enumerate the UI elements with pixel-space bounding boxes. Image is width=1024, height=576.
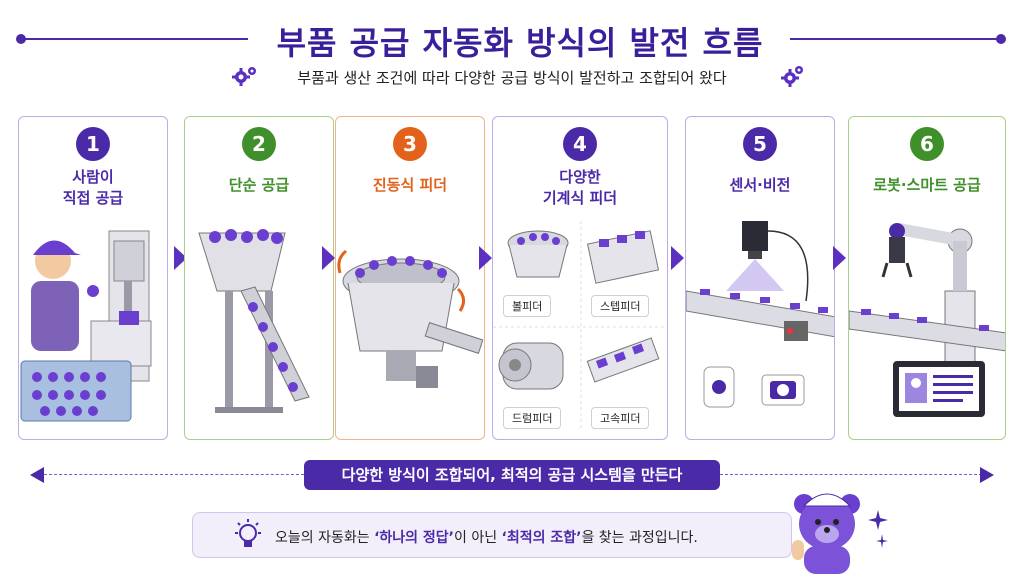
stage-card-6: 6 로봇·스마트 공급 — [848, 116, 1006, 440]
title-line-left — [20, 38, 248, 40]
note-text: 오늘의 자동화는 ‘하나의 정답’이 아닌 ‘최적의 조합’을 찾는 과정입니다… — [275, 527, 698, 547]
arrowhead-right — [980, 467, 994, 483]
flow-arrow — [174, 246, 187, 270]
stage-number: 6 — [910, 127, 944, 161]
lightbulb-icon — [235, 519, 261, 547]
note-emphasis-1: ‘하나의 정답’ — [374, 530, 454, 546]
dashed-line-right — [720, 474, 982, 475]
bear-mascot-icon — [792, 493, 860, 574]
stage-label: 센서·비전 — [729, 176, 791, 194]
note-prefix: 오늘의 자동화는 — [275, 530, 375, 546]
combine-banner: 다양한 방식이 조합되어, 최적의 공급 시스템을 만든다 — [304, 460, 720, 490]
feeder-label-step: 스텝피더 — [591, 295, 650, 317]
feeder-label-highspeed: 고속피더 — [591, 407, 650, 429]
note-box: 오늘의 자동화는 ‘하나의 정답’이 아닌 ‘최적의 조합’을 찾는 과정입니다… — [192, 512, 792, 558]
stage-label: 사람이 직접 공급 — [62, 168, 124, 207]
stage-number: 5 — [743, 127, 777, 161]
stage-card-3: 3 진동식 피더 — [335, 116, 485, 440]
title-line-right — [790, 38, 1002, 40]
note-middle: 이 아닌 — [453, 530, 502, 546]
feeder-label-drum: 드럼피더 — [503, 407, 562, 429]
stage-card-5: 5 센서·비전 — [685, 116, 835, 440]
sparkle-icon — [868, 510, 888, 548]
note-emphasis-2: ‘최적의 조합’ — [501, 530, 582, 546]
flow-arrow — [479, 246, 492, 270]
gear-icon — [232, 67, 256, 86]
vibratory-feeder-illustration — [337, 249, 484, 388]
flow-arrow — [833, 246, 846, 270]
arrowhead-left — [30, 467, 44, 483]
note-suffix: 을 찾는 과정입니다. — [581, 530, 698, 546]
dashed-line-left — [44, 474, 304, 475]
vision-conveyor-illustration — [686, 221, 834, 408]
title-dot-right — [996, 34, 1006, 44]
stage-label: 단순 공급 — [228, 176, 290, 194]
flow-arrow — [671, 246, 684, 270]
subtitle: 부품과 생산 조건에 따라 다양한 공급 방식이 발전하고 조합되어 왔다 — [297, 69, 727, 87]
stage-label: 진동식 피더 — [372, 176, 448, 194]
stage-number: 1 — [76, 127, 110, 161]
feeder-label-bowl: 볼피더 — [503, 295, 552, 317]
stage-label: 로봇·스마트 공급 — [873, 176, 981, 194]
stage-label: 다양한 기계식 피더 — [542, 168, 618, 207]
stage-number: 3 — [393, 127, 427, 161]
flow-arrow — [322, 246, 335, 270]
stage-number: 2 — [242, 127, 276, 161]
gear-icon — [781, 66, 803, 87]
combine-row: 다양한 방식이 조합되어, 최적의 공급 시스템을 만든다 — [30, 460, 994, 490]
subtitle-row: 부품과 생산 조건에 따라 다양한 공급 방식이 발전하고 조합되어 왔다 — [0, 62, 1024, 92]
stage-number: 4 — [563, 127, 597, 161]
mechanical-feeders-illustration — [493, 221, 667, 431]
stage-card-1: 1 사람이 직접 공급 — [18, 116, 168, 440]
title-row: 부품 공급 자동화 방식의 발전 흐름 — [0, 14, 1024, 62]
worker-illustration — [20, 230, 152, 422]
stage-card-2: 2 단순 공급 — [184, 116, 334, 440]
hopper-illustration — [198, 229, 310, 413]
stage-card-4: 4 다양한 기계식 피더 볼피더 스텝피더 드럼피더 고속피더 — [492, 116, 668, 440]
page-title: 부품 공급 자동화 방식의 발전 흐름 — [276, 24, 764, 62]
robot-arm-illustration — [849, 223, 1005, 417]
